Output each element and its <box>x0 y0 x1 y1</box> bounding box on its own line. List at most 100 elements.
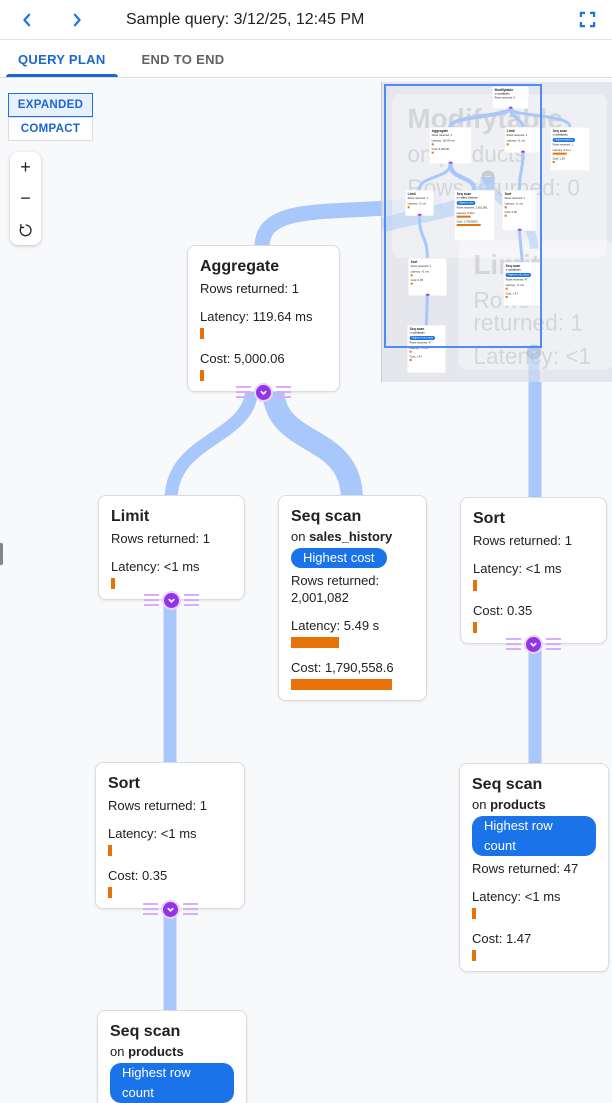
connector-ribbon <box>236 386 251 399</box>
latency-bar <box>200 328 204 339</box>
plan-edge-aggregate-to-limit <box>164 386 259 501</box>
fullscreen-button[interactable] <box>575 8 599 32</box>
node-table: on products <box>552 133 568 137</box>
chevron-down-icon <box>162 591 181 610</box>
node-title: Seq scan <box>110 1023 181 1040</box>
connector-ribbon <box>142 903 158 916</box>
cost-bar <box>552 160 555 163</box>
latency-bar <box>291 637 339 648</box>
collapse-connector[interactable] <box>505 634 563 655</box>
fullscreen-icon <box>579 11 595 28</box>
chevron-down-icon <box>524 635 543 654</box>
connector-ribbon <box>144 594 159 607</box>
node-latency: Latency: <1 ms <box>473 561 562 576</box>
node-latency: Latency: <1 ms <box>111 559 200 574</box>
forward-button[interactable] <box>64 7 90 33</box>
node-cost: Cost: 5,000.06 <box>200 351 285 366</box>
chevron-left-icon <box>23 13 31 26</box>
node-table: on products <box>110 1044 184 1059</box>
view-toggle: EXPANDED COMPACT <box>8 93 93 141</box>
cost-bar <box>200 370 204 381</box>
chevron-right-icon <box>73 13 81 26</box>
latency-bar <box>472 908 476 919</box>
latency-bar <box>473 580 477 591</box>
node-cost: Cost: 1.47 <box>409 354 422 358</box>
connector-ribbon <box>276 386 291 399</box>
connector-ribbon <box>506 638 521 651</box>
plus-icon: + <box>20 157 31 177</box>
minus-icon: − <box>20 188 31 208</box>
tab-end-to-end[interactable]: END TO END <box>130 41 237 77</box>
node-title: Seq scan <box>291 508 362 525</box>
latency-bar <box>552 152 567 155</box>
node-cost: Cost: 0.35 <box>473 603 533 618</box>
latency-bar <box>409 350 412 353</box>
node-badge: Highest cost <box>291 548 387 568</box>
node-latency: Latency: 5.49 s <box>291 618 380 633</box>
chevron-down-icon <box>160 900 180 919</box>
node-latency: Latency: 119.64 ms <box>200 309 313 324</box>
node-title: Seq scan <box>552 129 568 133</box>
node-title: Sort <box>473 510 505 527</box>
collapse-connector[interactable] <box>235 382 293 403</box>
connector-ribbon <box>184 594 199 607</box>
zoom-controls: + − <box>10 152 41 245</box>
cost-bar <box>291 679 392 690</box>
ghost-text: Latency: <1 ms <box>473 343 592 370</box>
node-badge: Highest row count <box>110 1063 234 1103</box>
node-title: Limit <box>111 508 150 525</box>
compact-button[interactable]: COMPACT <box>8 117 93 141</box>
node-badge: Highest latency <box>552 137 575 142</box>
node-title: Seq scan <box>472 776 543 793</box>
node-rows: Rows returned: 47 <box>472 861 579 876</box>
node-latency: Latency: 5.41 s <box>552 148 571 152</box>
header: Sample query: 3/12/25, 12:45 PM <box>0 0 612 40</box>
connector-ribbon <box>182 903 198 916</box>
node-rows: Rows returned: 1 <box>552 142 573 146</box>
collapse-connector[interactable] <box>141 899 199 920</box>
node-table: on products <box>472 797 546 812</box>
scroll-indicator[interactable] <box>0 543 3 565</box>
minimap-viewport[interactable] <box>384 84 542 348</box>
node-title: Aggregate <box>200 258 280 275</box>
page-title: Sample query: 3/12/25, 12:45 PM <box>126 10 365 28</box>
node-rows: Rows returned: 1 <box>200 281 299 296</box>
zoom-in-button[interactable]: + <box>10 152 41 183</box>
cost-bar <box>409 358 412 361</box>
chevron-down-icon <box>254 383 273 402</box>
node-cost: Cost: 0.35 <box>108 868 168 883</box>
node-title: Sort <box>108 775 140 792</box>
connector-ribbon <box>546 638 561 651</box>
node-badge: Highest row count <box>472 816 596 856</box>
collapse-connector[interactable] <box>143 590 201 611</box>
node-latency: Latency: <1 ms <box>108 826 197 841</box>
cost-bar <box>108 887 112 898</box>
latency-bar <box>111 578 115 589</box>
plan-edge-aggregate-to-seq-scan-sales-history <box>262 386 363 501</box>
zoom-out-button[interactable]: − <box>10 183 41 214</box>
expanded-button[interactable]: EXPANDED <box>8 93 93 117</box>
node-rows: Rows returned: 1 <box>111 531 210 546</box>
cost-bar <box>473 622 477 633</box>
latency-bar <box>108 845 112 856</box>
tabbar: QUERY PLAN END TO END <box>0 41 612 78</box>
node-cost: Cost: 1.50 <box>552 156 565 160</box>
zoom-reset-button[interactable] <box>10 214 41 245</box>
node-cost: Cost: 1.47 <box>472 931 532 946</box>
node-rows: Rows returned: 2,001,082 <box>291 573 380 605</box>
back-button[interactable] <box>14 7 40 33</box>
node-cost: Cost: 1,790,558.6 <box>291 660 394 675</box>
node-rows: Rows returned: 1 <box>108 798 207 813</box>
tab-query-plan[interactable]: QUERY PLAN <box>6 41 118 77</box>
rotate-counterclockwise-icon <box>19 223 32 236</box>
